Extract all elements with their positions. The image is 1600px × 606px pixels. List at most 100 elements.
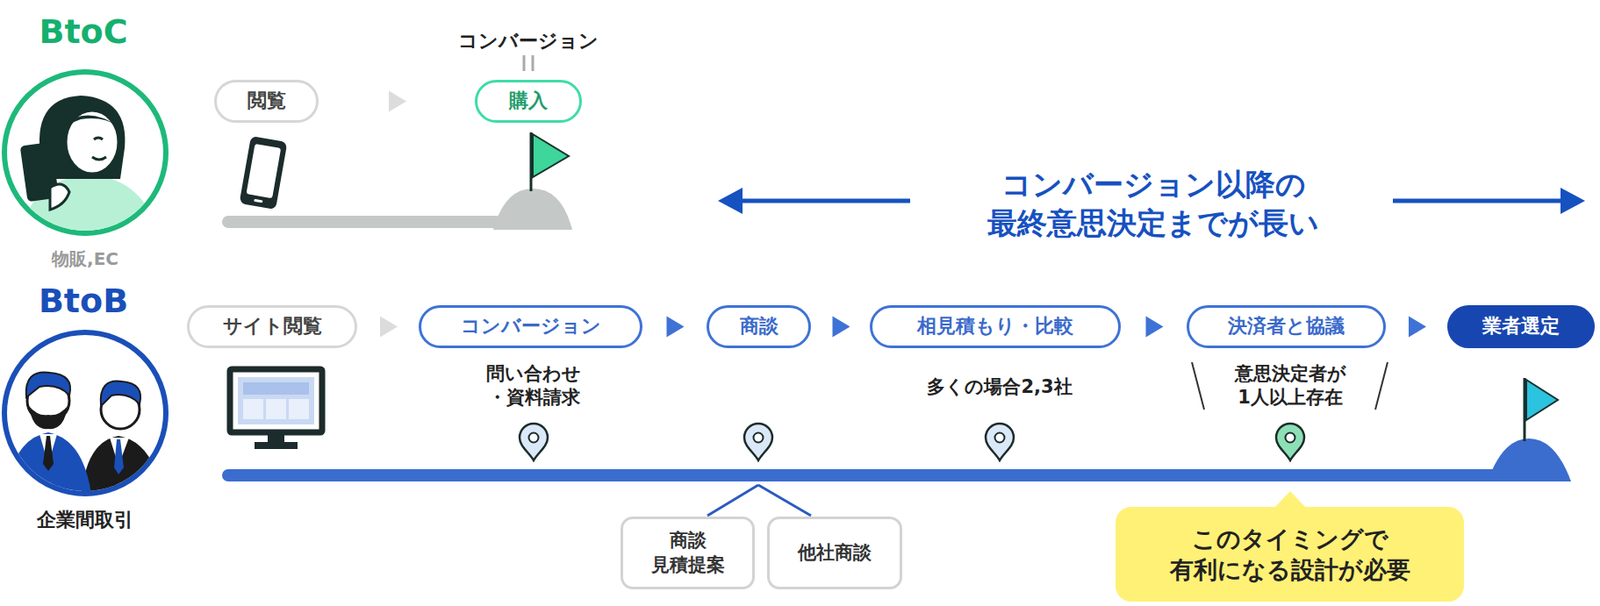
arrow-head — [667, 316, 685, 338]
goal-flag — [532, 134, 569, 178]
step-note: 意思決定者が 1人以上存在 — [1219, 362, 1361, 411]
group-title: BtoC — [38, 10, 128, 54]
node-text: 商談 見積提案 — [644, 529, 732, 578]
step-pill: 相見積もり・比較 — [869, 305, 1121, 349]
screen-block — [265, 399, 287, 420]
woman-hand — [50, 184, 70, 210]
monitor-base — [254, 442, 298, 450]
node-text: 相見積もり・比較 — [917, 314, 1074, 340]
equals-mark — [523, 55, 526, 72]
phone-button — [253, 199, 263, 204]
phone-screen — [246, 143, 282, 199]
map-pin — [985, 423, 1014, 461]
flow-connector — [1408, 316, 1427, 338]
goal-pill: 購入 — [474, 79, 582, 123]
callout-box: このタイミングで 有利になる設計が必要 — [1115, 507, 1464, 603]
bearded-man-tie — [43, 436, 54, 472]
flow-connector — [667, 316, 685, 338]
arrow-head — [832, 316, 851, 338]
pin-hole — [1285, 433, 1296, 444]
pin-body — [1276, 423, 1305, 461]
pin-body — [985, 423, 1014, 461]
span-arrow-line — [1392, 199, 1566, 204]
node-text: 閲覧 — [247, 88, 287, 115]
monitor-icon — [229, 369, 323, 450]
man-hair — [100, 381, 141, 407]
pin-hole — [753, 433, 764, 444]
btoc-track — [222, 215, 521, 229]
arrow-head — [380, 316, 398, 338]
pin-hole — [995, 433, 1005, 444]
pin-body — [744, 423, 773, 461]
step-pill: 商談 — [706, 305, 811, 349]
step-note: 問い合わせ ・資料請求 — [476, 362, 591, 411]
map-pin — [744, 423, 773, 461]
group-caption: 企業間取引 — [36, 508, 134, 534]
step-pill: コンバージョン — [418, 305, 643, 349]
phone-body — [239, 136, 288, 210]
men-illustration — [4, 332, 166, 502]
flow-connector — [380, 316, 398, 338]
callout-pointer — [1275, 491, 1306, 508]
node-text: 他社商談 — [797, 541, 872, 566]
man-tie — [114, 439, 124, 475]
slash-bracket — [1191, 362, 1205, 410]
leader-line — [707, 485, 759, 517]
bearded-man-suit — [6, 432, 93, 502]
step-pill: 閲覧 — [214, 79, 319, 123]
node-text: 購入 — [509, 88, 548, 115]
arrow-head — [388, 91, 407, 113]
flow-connector — [388, 91, 407, 113]
equals-mark — [531, 55, 535, 72]
node-text: 商談 — [739, 314, 779, 340]
man-suit — [80, 436, 165, 502]
node-text: このタイミングで 有利になる設計が必要 — [1149, 523, 1431, 586]
btob-track — [222, 469, 1539, 482]
men-figures — [6, 373, 165, 502]
arrow-head — [1408, 316, 1427, 338]
monitor-screen — [237, 377, 315, 425]
span-arrow-line — [737, 199, 911, 204]
beard — [28, 406, 68, 430]
step-pill: 決済者と協議 — [1186, 305, 1386, 349]
woman-figure — [19, 95, 160, 241]
detail-box: 商談 見積提案 — [620, 516, 755, 590]
flow-connector — [1146, 316, 1164, 338]
goal-hill — [1487, 438, 1572, 482]
step-note: 多くの場合2,3社 — [926, 375, 1072, 400]
span-arrow-head — [717, 187, 743, 215]
monitor-stand — [267, 435, 285, 444]
screen-block — [288, 399, 309, 420]
flow-connector — [832, 316, 851, 338]
leader-line — [758, 485, 811, 517]
slash-bracket — [1375, 362, 1388, 410]
detail-box: 他社商談 — [767, 516, 903, 590]
phone-icon — [239, 136, 288, 210]
node-text: コンバージョン — [460, 314, 602, 340]
goal-flag — [1526, 380, 1558, 421]
headline: コンバージョン以降の 最終意思決定までが長い — [964, 165, 1342, 243]
node-text: 決済者と協議 — [1227, 314, 1345, 340]
woman-mouth — [92, 157, 107, 160]
monitor-frame — [229, 369, 323, 433]
pin-body — [519, 423, 548, 461]
arrow-head — [1146, 316, 1164, 338]
span-arrow-head — [1560, 187, 1586, 215]
node-text: サイト閲覧 — [222, 314, 323, 340]
woman-eye — [93, 137, 103, 140]
bearded-man-hair — [26, 373, 71, 398]
group-caption: 物販,EC — [51, 247, 119, 271]
map-pin — [1276, 423, 1305, 461]
screen-block — [243, 382, 309, 395]
map-pin — [519, 423, 548, 461]
group-title: BtoB — [38, 279, 129, 323]
goal-pill: 業者選定 — [1447, 305, 1595, 349]
node-text: 業者選定 — [1482, 314, 1560, 340]
screen-block — [243, 399, 264, 420]
pin-hole — [529, 433, 539, 444]
step-pill: サイト閲覧 — [186, 305, 358, 349]
woman-illustration — [4, 71, 166, 241]
woman-fringe — [63, 115, 119, 128]
annotation: コンバージョン — [458, 28, 599, 55]
